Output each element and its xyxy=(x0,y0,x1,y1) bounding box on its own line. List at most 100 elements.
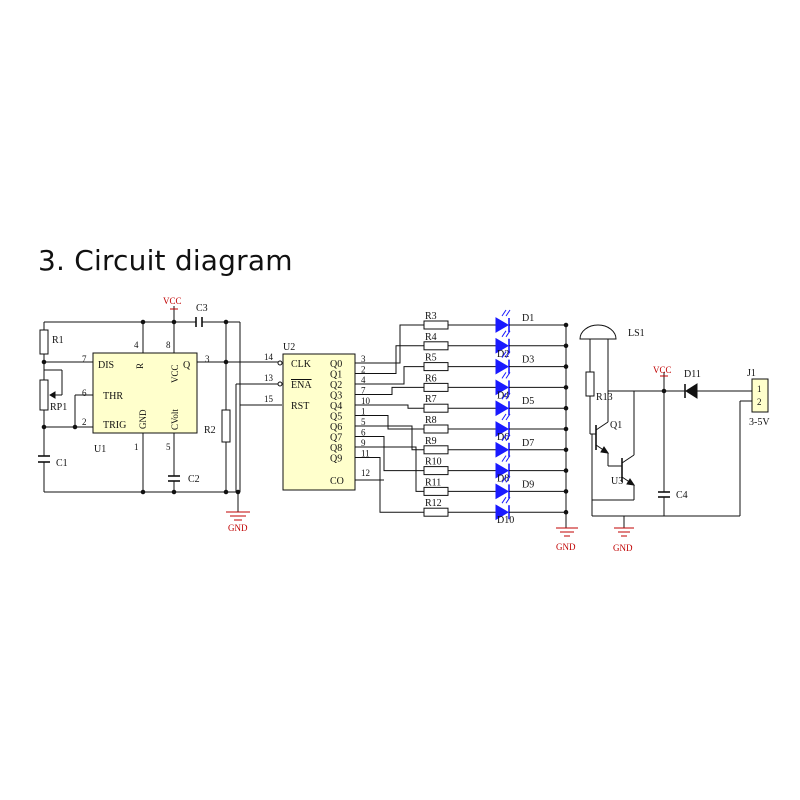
resistor-label: R12 xyxy=(425,498,442,509)
led-ray xyxy=(501,309,507,317)
q1-label: Q1 xyxy=(610,420,622,431)
resistor-label: R4 xyxy=(425,332,437,343)
u2-pin-q0: Q0 xyxy=(330,359,342,370)
r13-label: R13 xyxy=(596,392,613,403)
c2-label: C2 xyxy=(188,474,200,485)
led-ray xyxy=(501,476,507,483)
u2-chip xyxy=(282,353,356,491)
u2-pin-num-q6: 5 xyxy=(361,417,366,427)
u2-pin-num-ena: 13 xyxy=(264,373,274,383)
u1-pin-q: Q xyxy=(183,360,191,371)
u3-collector xyxy=(621,454,635,464)
led-label: D3 xyxy=(522,355,534,366)
resistor-label: R11 xyxy=(425,477,441,488)
led-d4 xyxy=(495,379,509,396)
u1-pin-r: R xyxy=(135,363,145,369)
u2-pin-co: CO xyxy=(330,476,344,487)
u2-pin-q9: Q9 xyxy=(330,454,342,465)
wire xyxy=(355,366,424,385)
wire xyxy=(355,415,424,430)
u2-pin-q7: Q7 xyxy=(330,433,342,444)
resistor-label: R7 xyxy=(425,394,437,405)
ls1-buzzer xyxy=(579,324,617,340)
led-label: D2 xyxy=(497,349,509,360)
u1-num-vcc: 8 xyxy=(166,340,171,350)
led-ray xyxy=(505,372,511,379)
gnd-label-2: GND xyxy=(556,542,576,552)
resistor-label: R8 xyxy=(425,415,437,426)
led-ray xyxy=(505,413,511,421)
led-d1 xyxy=(495,317,509,333)
u2-pin-q6: Q6 xyxy=(330,422,342,433)
led-label: D1 xyxy=(522,313,534,324)
led-ray xyxy=(501,392,507,400)
u1-chip xyxy=(92,352,198,434)
u2-pin-num-q8: 9 xyxy=(361,438,366,448)
j1-connector xyxy=(751,378,769,413)
resistor-r7 xyxy=(423,403,449,413)
ena-bubble xyxy=(277,381,283,387)
d11-label: D11 xyxy=(684,369,701,380)
u1-label: U1 xyxy=(94,444,106,455)
u2-pin-q3: Q3 xyxy=(330,391,342,402)
u1-num-q: 3 xyxy=(205,354,210,364)
led-d2 xyxy=(495,337,509,354)
u2-pin-clk: CLK xyxy=(291,359,312,370)
j1-range: 3-5V xyxy=(749,417,770,428)
rp1-pot xyxy=(39,379,49,411)
gnd-symbol-1 xyxy=(226,511,250,521)
resistor-r11 xyxy=(423,486,449,496)
page-title: 3. Circuit diagram xyxy=(38,244,293,277)
resistor-label: R6 xyxy=(425,373,437,384)
junction xyxy=(140,489,146,495)
led-ray xyxy=(505,330,511,338)
r1-resistor xyxy=(39,329,49,355)
r2-label: R2 xyxy=(204,425,216,436)
led-label: D10 xyxy=(497,515,514,526)
resistor-r12 xyxy=(423,507,449,517)
led-ray xyxy=(501,351,507,358)
resistor-label: R3 xyxy=(425,311,437,322)
led-ray xyxy=(501,496,507,504)
u2-pin-num-q4: 10 xyxy=(361,396,371,406)
led-d5 xyxy=(495,400,509,417)
resistor-label: R9 xyxy=(425,436,437,447)
resistor-label: R5 xyxy=(425,353,437,364)
led-ray xyxy=(505,455,511,462)
u3-arrow xyxy=(626,478,636,486)
led-label: D7 xyxy=(522,438,534,449)
resistor-label: R10 xyxy=(425,457,442,468)
u1-pin-dis: DIS xyxy=(98,360,114,371)
resistor-r5 xyxy=(423,362,449,372)
j1-pin1: 1 xyxy=(757,384,762,394)
led-ray xyxy=(505,476,511,483)
timer-section: DIS THR TRIG R VCC Q GND CVolt U1 7 6 2 … xyxy=(38,296,282,533)
junction xyxy=(223,359,229,365)
u2-pin-num-q5: 1 xyxy=(361,407,366,417)
u2-pin-q4: Q4 xyxy=(330,401,342,412)
u1-num-dis: 7 xyxy=(82,354,87,364)
u2-pin-q2: Q2 xyxy=(330,380,342,391)
u1-pin-trig: TRIG xyxy=(103,420,126,431)
wire xyxy=(355,386,424,395)
led-label: D8 xyxy=(497,474,509,485)
wire xyxy=(355,457,424,513)
u1-num-thr: 6 xyxy=(82,388,87,398)
u2-pin-num-co: 12 xyxy=(361,468,370,478)
u1-num-gnd: 1 xyxy=(134,442,139,452)
u1-num-cvolt: 5 xyxy=(166,442,171,452)
led-d7 xyxy=(495,441,509,458)
rp1-label: RP1 xyxy=(50,402,67,413)
u1-pin-gnd: GND xyxy=(138,409,148,429)
gnd-symbol-3 xyxy=(614,527,634,537)
u1-num-trig: 2 xyxy=(82,417,87,427)
r1-label: R1 xyxy=(52,335,64,346)
led-ray xyxy=(501,413,507,421)
u2-label: U2 xyxy=(283,342,295,353)
led-d6 xyxy=(495,421,509,437)
j1-label: J1 xyxy=(747,368,756,379)
junction xyxy=(140,319,146,325)
